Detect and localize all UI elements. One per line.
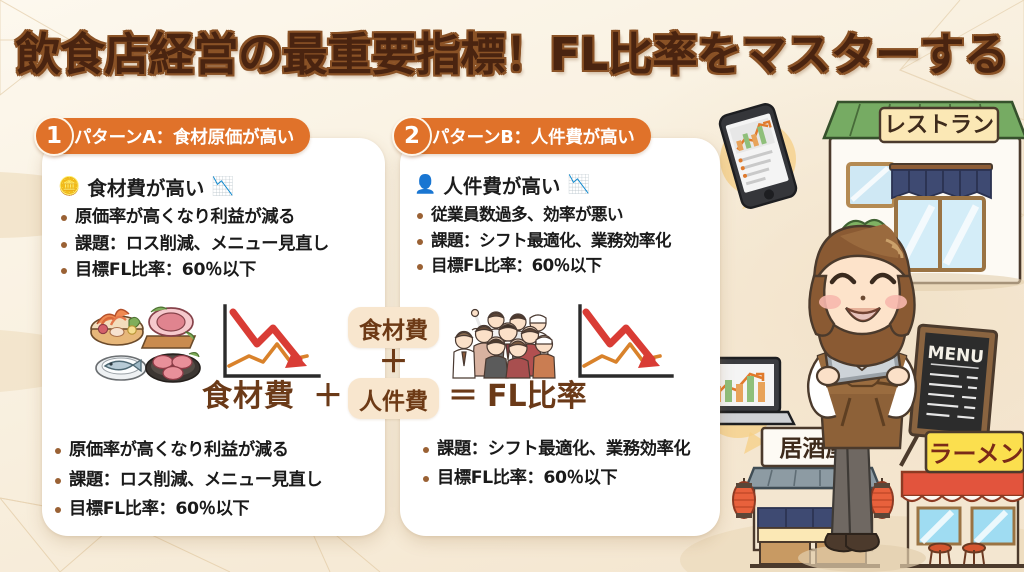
list-item: 課題：ロス削減、メニュー見直し [58,232,378,257]
menu-chalkboard: MENU [894,323,999,475]
chart-decreasing-icon: 📉 [567,173,590,195]
list-item: 課題：シフト最適化、業務効率化 [414,229,714,253]
pattern-a-lower-list: 原価率が高くなり利益が減る 課題：ロス削減、メニュー見直し 目標FL比率：60％… [52,438,382,522]
pattern-a-subhead-text: 食材費が高い [87,177,205,200]
pattern-b-title: パターンB：人件費が高い [410,118,651,154]
chart-decreasing-icon: 📉 [211,175,234,197]
pattern-a-decline-chart [215,300,327,388]
list-item: 目標FL比率：60％以下 [420,466,710,491]
list-item: 課題：シフト最適化、業務効率化 [420,437,710,462]
equation-fl-ratio: FL比率 [487,379,587,414]
pattern-b-decline-chart [570,300,680,388]
pattern-b-subhead-text: 人件費が高い [443,175,561,198]
page-title-bar: 飲食店経営の最重要指標！FL比率をマスターする [0,14,1024,86]
pattern-a-header: 1 パターンA：食材原価が高い [34,116,311,156]
pattern-b-subhead: 👤 人件費が高い 📉 [414,170,714,199]
pattern-a-body: 🪙 食材費が高い 📉 原価率が高くなり利益が減る 課題：ロス削減、メニュー見直し… [58,172,378,283]
person-icon: 👤 [414,173,437,195]
formula-chip-labor-cost: 人件費 [348,378,439,419]
list-item: 従業員数過多、効率が悪い [414,203,714,227]
list-item: 目標FL比率：60％以下 [52,497,382,522]
pattern-b-lower-bullets: 課題：シフト最適化、業務効率化 目標FL比率：60％以下 [420,433,710,490]
restaurant-scene-illustration: レストラン [700,86,1024,572]
smartphone-chart-icon [718,103,798,209]
pattern-b-body: 👤 人件費が高い 📉 従業員数過多、効率が悪い 課題：シフト最適化、業務効率化 … [414,170,714,278]
pattern-b-lower-list: 課題：シフト最適化、業務効率化 目標FL比率：60％以下 [420,437,710,490]
menu-board-text: MENU [927,343,985,368]
coins-icon: 🪙 [58,175,81,197]
pattern-b-card [400,138,720,536]
restaurant-staff-illustration [452,302,560,384]
pattern-a-title: パターンA：食材原価が高い [52,118,311,154]
formula-chip-food-cost: 食材費 [348,307,439,348]
staff-woman-with-tablet [798,224,926,572]
list-item: 原価率が高くなり利益が減る [58,205,378,230]
pattern-a-lower-bullets: 原価率が高くなり利益が減る 課題：ロス削減、メニュー見直し 目標FL比率：60％… [52,433,382,522]
page-title: 飲食店経営の最重要指標！FL比率をマスターする [15,27,1009,81]
restaurant-sign-text: レストラン [884,113,994,138]
food-platter-illustration [85,296,205,388]
ramen-building: ラーメン [900,430,1024,568]
pattern-b-bullet-list: 従業員数過多、効率が悪い 課題：シフト最適化、業務効率化 目標FL比率：60％以… [414,203,714,278]
list-item: 原価率が高くなり利益が減る [52,438,382,463]
ramen-sign-text: ラーメン [928,440,1023,468]
pattern-a-number: 1 [34,116,74,156]
pattern-b-number: 2 [392,116,432,156]
list-item: 目標FL比率：60％以下 [58,258,378,283]
equation-plus-sign: ＋ [313,379,343,414]
equation-food-cost: 食材費 [202,379,295,414]
list-item: 目標FL比率：60％以下 [414,254,714,278]
formula-plus-vertical: ＋ [378,345,409,380]
pattern-a-bullet-list: 原価率が高くなり利益が減る 課題：ロス削減、メニュー見直し 目標FL比率：60％… [58,205,378,283]
equation-equals-sign: ＝ [448,379,478,414]
pattern-a-subhead: 🪙 食材費が高い 📉 [58,172,378,201]
pattern-b-header: 2 パターンB：人件費が高い [392,116,651,156]
list-item: 課題：ロス削減、メニュー見直し [52,468,382,493]
